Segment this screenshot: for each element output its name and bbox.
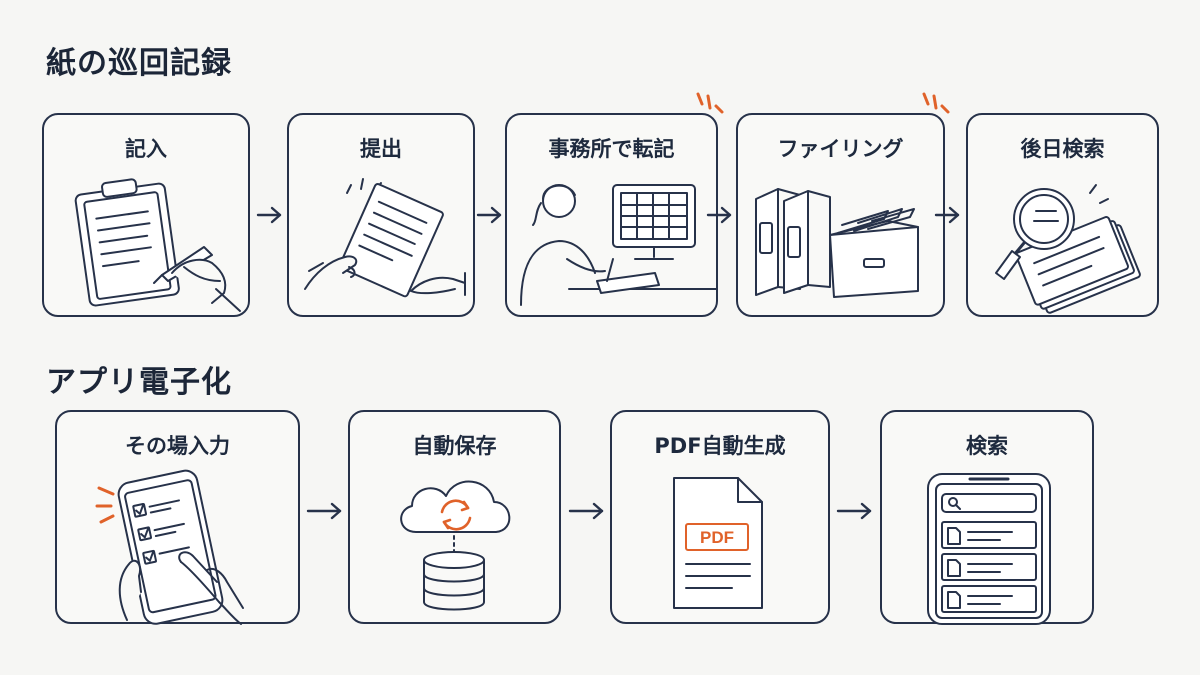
step-submit: 提出 — [287, 113, 475, 317]
step-write: 記入 — [42, 113, 250, 317]
phone-search-list-icon — [927, 473, 1051, 625]
step-label: PDF自動生成 — [654, 434, 786, 458]
step-label: その場入力 — [125, 434, 230, 458]
flow-arrow-icon — [568, 502, 604, 520]
step-pdf-generation: PDF自動生成 PDF — [610, 410, 830, 624]
step-label: ファイリング — [777, 137, 904, 161]
cloud-sync-database-icon — [400, 480, 511, 611]
step-label: 提出 — [360, 137, 402, 161]
step-label: 記入 — [125, 137, 167, 161]
flow-arrow-icon — [934, 206, 960, 224]
step-onsite-input: その場入力 — [55, 410, 300, 625]
section-title-paper: 紙の巡回記録 — [46, 46, 232, 81]
step-label: 事務所で転記 — [548, 137, 675, 161]
step-auto-save: 自動保存 — [348, 410, 561, 624]
step-search: 検索 — [880, 410, 1094, 625]
pdf-badge-text: PDF — [700, 528, 734, 547]
flow-arrow-icon — [706, 206, 732, 224]
flow-arrow-icon — [476, 206, 502, 224]
flow-arrow-icon — [836, 502, 872, 520]
flow-arrow-icon — [306, 502, 342, 520]
step-filing: ファイリング — [736, 113, 945, 317]
binders-and-file-box-icon — [755, 188, 919, 298]
office-worker-computer-icon — [520, 184, 718, 306]
step-label: 検索 — [966, 434, 1008, 458]
smartphone-checklist-icon — [95, 469, 244, 625]
clipboard-writing-icon — [74, 178, 241, 312]
section-title-app: アプリ電子化 — [46, 365, 232, 400]
magnifier-over-papers-icon — [995, 184, 1141, 314]
pdf-document-icon: PDF — [673, 477, 763, 609]
step-label: 後日検索 — [1020, 137, 1105, 161]
flow-arrow-icon — [256, 206, 282, 224]
step-label: 自動保存 — [412, 434, 497, 458]
handing-over-document-icon — [304, 178, 466, 298]
step-search-later: 後日検索 — [966, 113, 1159, 317]
emphasis-burst-icon — [922, 92, 950, 114]
step-office-transcribe: 事務所で転記 — [505, 113, 718, 317]
emphasis-burst-icon — [696, 92, 724, 114]
